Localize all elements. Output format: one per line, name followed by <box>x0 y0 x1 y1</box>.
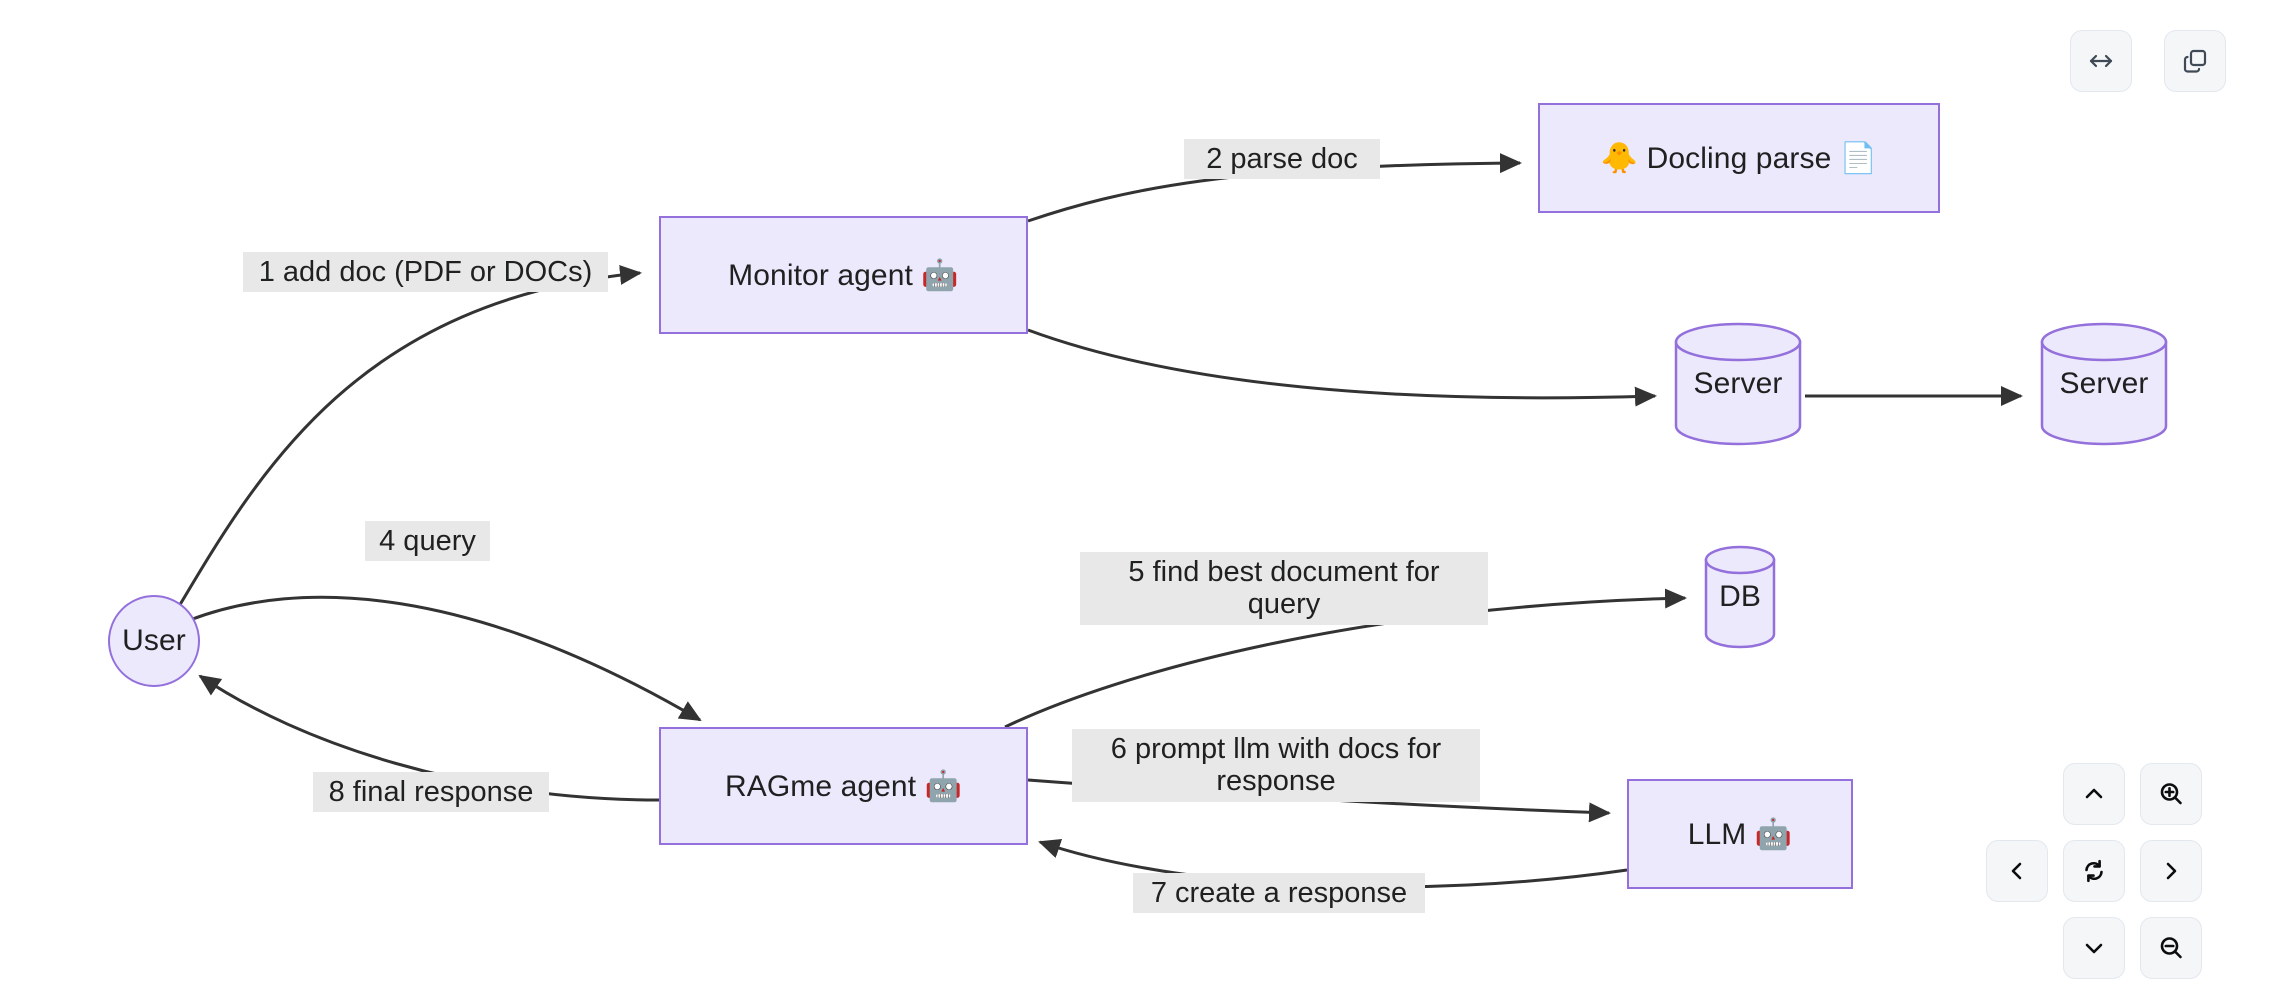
edge-ragme-user <box>198 674 660 802</box>
chevron-right-icon <box>2166 862 2177 880</box>
edge-user-ragme <box>189 595 702 722</box>
edge-label-6-prompt-llm: 6 prompt llm with docs for response <box>1072 729 1480 802</box>
node-ragme-agent-label: RAGme agent 🤖 <box>724 769 963 803</box>
zoom-in-icon <box>2160 783 2182 805</box>
edge-label-4-query: 4 query <box>365 521 490 562</box>
node-user-label: User <box>122 624 186 657</box>
edge-monitor-docling <box>1027 153 1522 223</box>
pan-right-button[interactable] <box>2140 840 2202 902</box>
node-server-1[interactable]: Server <box>1673 320 1803 448</box>
cylinder-shape-icon <box>1674 322 1802 446</box>
zoom-out-button[interactable] <box>2140 917 2202 979</box>
edge-label-8-final-response: 8 final response <box>313 772 549 813</box>
edge-user-monitor <box>176 264 642 609</box>
zoom-in-button[interactable] <box>2140 763 2202 825</box>
node-llm[interactable]: LLM 🤖 <box>1627 779 1853 889</box>
copy-button[interactable] <box>2164 30 2226 92</box>
node-server-2-label: Server <box>2059 367 2149 400</box>
node-ragme-agent[interactable]: RAGme agent 🤖 <box>659 727 1028 845</box>
node-server-2[interactable]: Server <box>2039 320 2169 448</box>
cylinder-shape-icon <box>1704 545 1776 649</box>
edge-label-5-find-best-document: 5 find best document for query <box>1080 552 1488 625</box>
edge-label-7-create-a-response: 7 create a response <box>1133 873 1425 914</box>
chevron-up-icon <box>2085 788 2103 799</box>
node-monitor-agent[interactable]: Monitor agent 🤖 <box>659 216 1028 334</box>
fit-width-button[interactable] <box>2070 30 2132 92</box>
copy-icon <box>2183 49 2207 73</box>
pan-up-button[interactable] <box>2063 763 2125 825</box>
cylinder-shape-icon <box>2040 322 2168 446</box>
chevron-left-icon <box>2011 862 2022 880</box>
node-db-label: DB <box>1719 580 1761 613</box>
edge-ragme-db <box>1004 588 1687 729</box>
node-llm-label: LLM 🤖 <box>1687 817 1793 851</box>
node-db[interactable]: DB <box>1703 544 1777 650</box>
node-docling-parse-label: 🐥 Docling parse 📄 <box>1600 141 1878 175</box>
reset-view-button[interactable] <box>2063 840 2125 902</box>
node-monitor-agent-label: Monitor agent 🤖 <box>728 258 959 292</box>
edge-monitor-server1 <box>1027 328 1657 407</box>
zoom-out-icon <box>2160 937 2182 959</box>
refresh-icon <box>2085 859 2103 883</box>
chevron-down-icon <box>2085 943 2103 954</box>
edge-label-1-add-doc: 1 add doc (PDF or DOCs) <box>243 252 608 293</box>
pan-down-button[interactable] <box>2063 917 2125 979</box>
node-server-1-label: Server <box>1693 367 1783 400</box>
pan-left-button[interactable] <box>1986 840 2048 902</box>
arrows-horizontal-icon <box>2089 54 2113 68</box>
node-user[interactable]: User <box>108 595 200 687</box>
node-docling-parse[interactable]: 🐥 Docling parse 📄 <box>1538 103 1940 213</box>
edge-label-2-parse-doc: 2 parse doc <box>1184 139 1380 180</box>
